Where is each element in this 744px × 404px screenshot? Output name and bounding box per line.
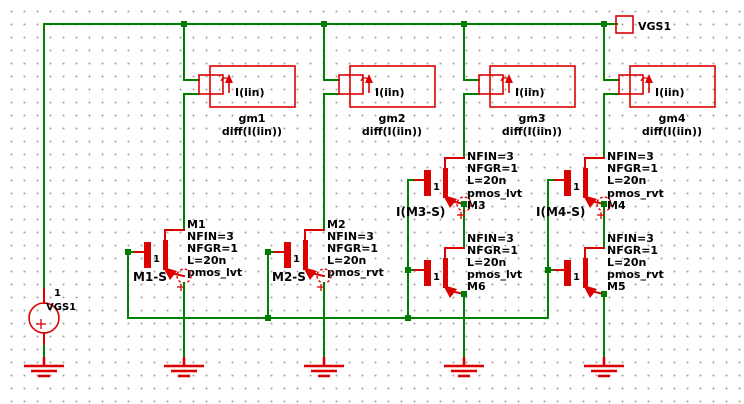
wire-junction (601, 201, 607, 207)
column-4: I(iin) gm4 diff(I(iin)) 1 NFIN=3 NFGR=1 … (536, 24, 716, 378)
wire-junction (405, 315, 411, 321)
fet-model-label: pmos_lvt (467, 268, 522, 281)
fet-param-label: NFGR=1 (607, 162, 658, 175)
fet-param-label: L=20n (607, 174, 646, 187)
gm3-label: gm3 (519, 112, 546, 125)
wire-junction (405, 267, 411, 273)
fet-param-label: NFIN=3 (607, 232, 654, 245)
wire-junction (265, 315, 271, 321)
source-net-tag: M1-S (133, 270, 167, 284)
gm4-label: gm4 (659, 112, 686, 125)
fet-name-label: M5 (607, 280, 626, 293)
fet-param-label: NFIN=3 (327, 230, 374, 243)
column-3: I(iin) gm3 diff(I(iin)) 1 NFIN=3 NFGR=1 … (396, 24, 576, 378)
fet-param-label: NFIN=3 (467, 232, 514, 245)
port-pin-icon[interactable] (615, 15, 634, 34)
vgs1-source-branch[interactable]: 1 VGS1 (22, 23, 76, 378)
fet-model-label: pmos_rvt (327, 266, 384, 279)
fet-param-label: L=20n (467, 174, 506, 187)
fet-model-label: pmos_rvt (607, 187, 664, 200)
fet-param-label: NFIN=3 (607, 150, 654, 163)
gm1-label: gm1 (239, 112, 266, 125)
fet-param-label: NFGR=1 (607, 244, 658, 257)
gate-number-label: 1 (573, 182, 580, 193)
gate-number-label: 1 (433, 182, 440, 193)
fet-param-label: L=20n (467, 256, 506, 269)
fet-model-label: pmos_lvt (467, 187, 522, 200)
wire-junction (461, 201, 467, 207)
fet-name-label: M6 (467, 280, 486, 293)
fet-param-label: NFGR=1 (467, 162, 518, 175)
gate-number-label: 1 (153, 254, 160, 265)
gm2-expr-label: diff(I(iin)) (362, 125, 422, 138)
fet-name-label: M4 (607, 199, 626, 212)
gate-number-label: 1 (293, 254, 300, 265)
wire-junction (265, 249, 271, 255)
fet-name-label: M1 (187, 218, 206, 231)
vgs1-ref-label: 1 (54, 288, 61, 299)
gm1-expr-label: diff(I(iin)) (222, 125, 282, 138)
probe-current-label: I(iin) (655, 86, 685, 99)
ground-symbol[interactable] (442, 355, 486, 378)
vgs1-port[interactable]: VGS1 (615, 15, 671, 34)
ground-symbol[interactable] (162, 355, 206, 378)
gm4-expr-label: diff(I(iin)) (642, 125, 702, 138)
gate-bias-rail[interactable] (125, 179, 556, 321)
gm2-label: gm2 (379, 112, 406, 125)
fet-model-label: pmos_lvt (187, 266, 242, 279)
vgs1-name-label: VGS1 (46, 302, 76, 313)
fet-param-label: NFGR=1 (327, 242, 378, 255)
gate-number-label: 1 (433, 272, 440, 283)
ground-symbol[interactable] (582, 355, 626, 378)
source-net-tag: I(M4-S) (536, 205, 585, 219)
ground-symbol[interactable] (302, 355, 346, 378)
probe-current-label: I(iin) (515, 86, 545, 99)
wire-junction (125, 249, 131, 255)
ground-symbol[interactable] (22, 355, 66, 378)
wire-junction (545, 267, 551, 273)
gate-number-label: 1 (573, 272, 580, 283)
column-1: I(iin) gm1 diff(I(iin)) 1 M1 NFIN=3 NFGR… (133, 24, 296, 378)
fet-param-label: NFGR=1 (467, 244, 518, 257)
fet-model-label: pmos_rvt (607, 268, 664, 281)
source-net-tag: M2-S (272, 270, 306, 284)
probe-current-label: I(iin) (375, 86, 405, 99)
column-2: I(iin) gm2 diff(I(iin)) 1 M2 NFIN=3 NFGR… (272, 24, 436, 378)
fet-name-label: M3 (467, 199, 486, 212)
fet-param-label: NFIN=3 (187, 230, 234, 243)
fet-param-label: NFGR=1 (187, 242, 238, 255)
gm3-expr-label: diff(I(iin)) (502, 125, 562, 138)
fet-param-label: L=20n (327, 254, 366, 267)
source-net-tag: I(M3-S) (396, 205, 445, 219)
fet-param-label: L=20n (187, 254, 226, 267)
fet-name-label: M2 (327, 218, 346, 231)
probe-current-label: I(iin) (235, 86, 265, 99)
vgs1-port-label: VGS1 (638, 20, 671, 33)
fet-param-label: NFIN=3 (467, 150, 514, 163)
fet-param-label: L=20n (607, 256, 646, 269)
